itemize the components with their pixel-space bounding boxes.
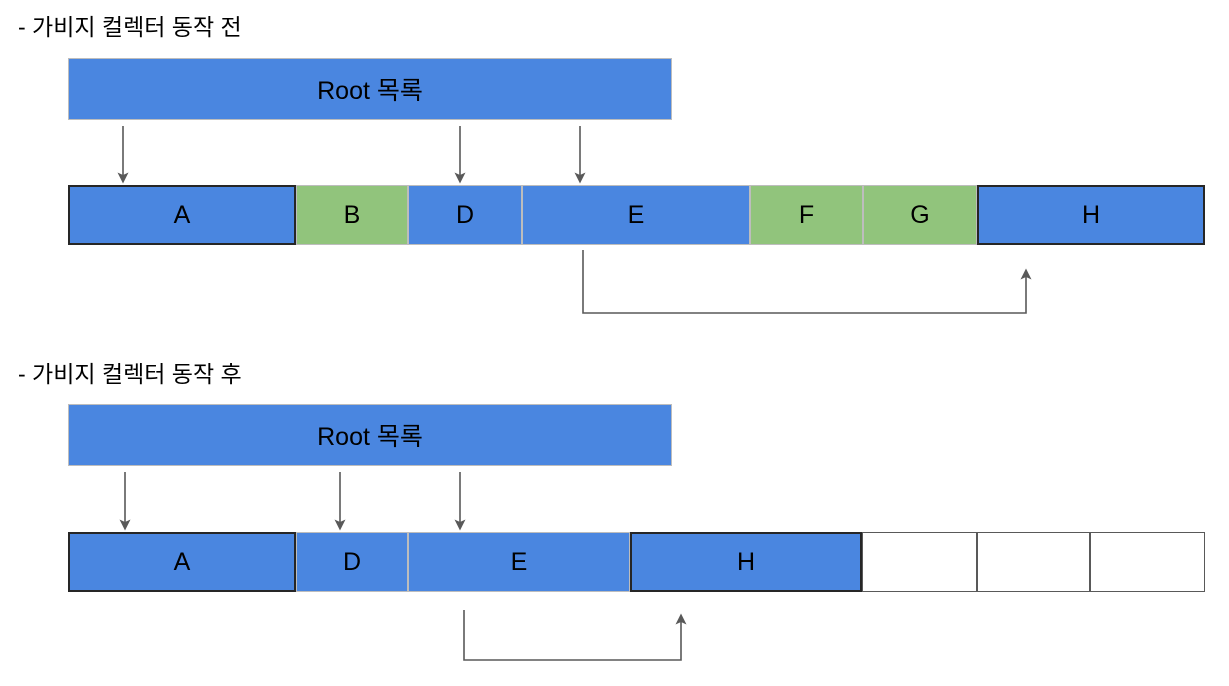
memory-block-a-after: A [68,532,296,592]
memory-block-h-before: H [977,185,1205,245]
section-caption-before: - 가비지 컬렉터 동작 전 [18,14,242,40]
memory-block-free-2 [977,532,1090,592]
memory-block-label: H [736,547,756,576]
root-list-box-before: Root 목록 [68,58,672,120]
memory-block-d-before: D [408,185,522,245]
memory-block-e-after: E [408,532,630,592]
memory-block-free-3 [1090,532,1205,592]
memory-block-f-before: F [750,185,863,245]
reference-arrow-e-to-h-after [463,610,687,661]
memory-block-e-before: E [522,185,750,245]
memory-block-label: E [627,200,645,229]
memory-block-label: E [510,547,528,576]
memory-block-label: B [343,200,361,229]
memory-block-a-before: A [68,185,296,245]
memory-row-after: A D E H [68,532,1205,592]
memory-row-before: A B D E F G H [68,185,1205,245]
memory-block-d-after: D [296,532,408,592]
memory-block-free-1 [862,532,977,592]
root-list-label-before: Root 목록 [317,77,423,105]
memory-block-label: F [798,200,815,229]
memory-block-label: D [455,200,475,229]
memory-block-label: A [173,547,191,576]
reference-arrow-e-to-h-before [582,250,1032,314]
memory-block-label: H [1081,200,1101,229]
memory-block-label: G [910,200,930,229]
section-caption-after: - 가비지 컬렉터 동작 후 [18,361,242,387]
memory-block-b-before: B [296,185,408,245]
memory-block-label: D [342,547,362,576]
memory-block-label: A [173,200,191,229]
memory-block-g-before: G [863,185,977,245]
root-list-label-after: Root 목록 [317,423,423,451]
memory-block-h-after: H [630,532,862,592]
root-list-box-after: Root 목록 [68,404,672,466]
